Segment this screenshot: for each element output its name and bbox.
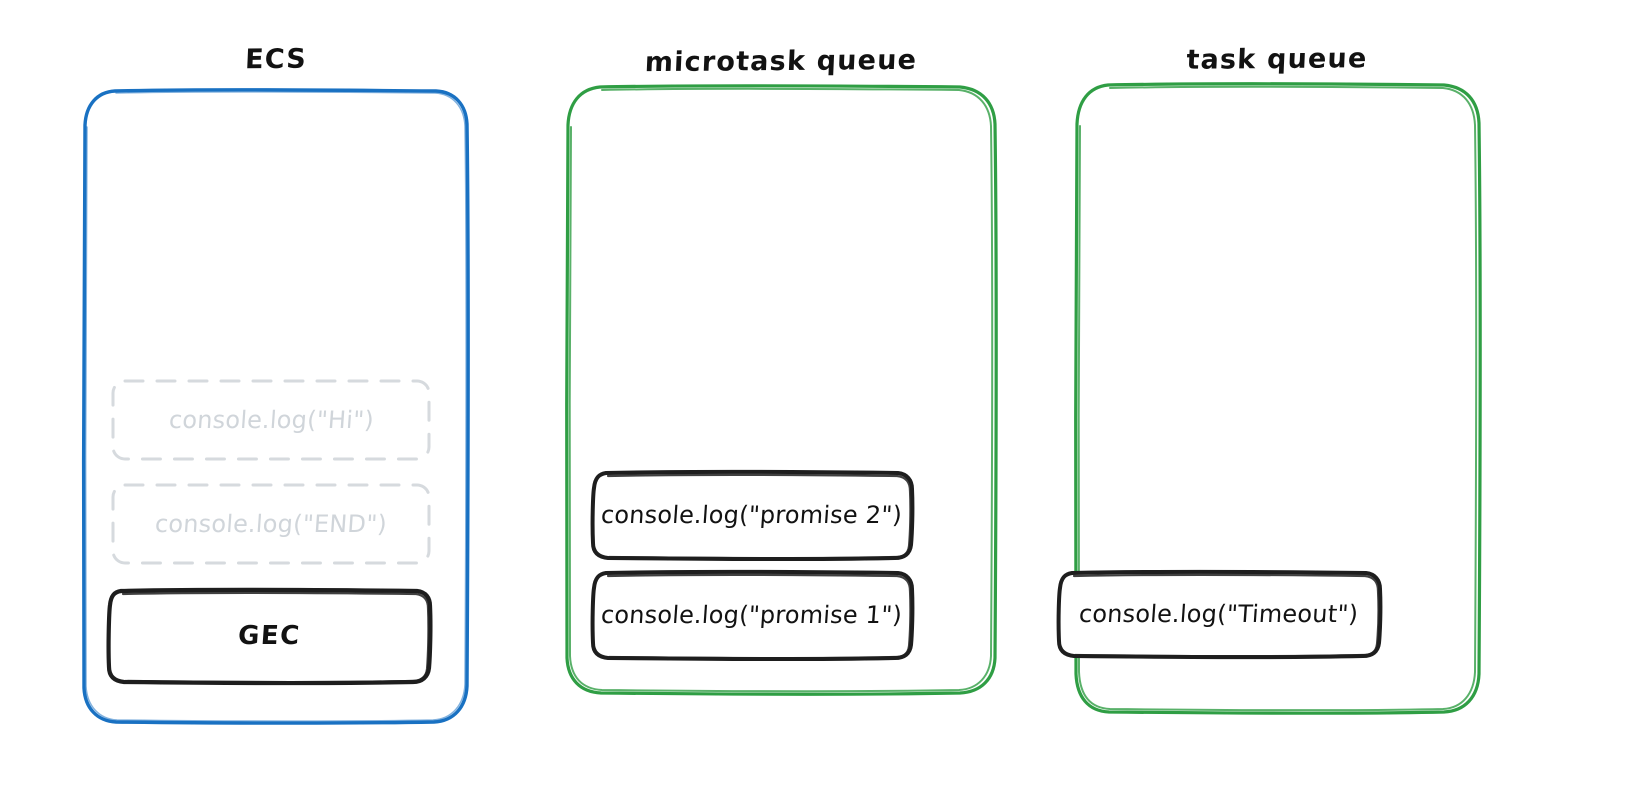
microtask-item-promise-1[interactable]: console.log("promise 1") [588, 568, 916, 662]
task-item-timeout-label: console.log("Timeout") [1078, 600, 1360, 628]
gec-card-outline [106, 587, 433, 686]
ecs-item-gec[interactable]: GEC [104, 586, 434, 686]
ecs-item-hi[interactable]: console.log("Hi") [110, 378, 432, 462]
task-item-timeout[interactable]: console.log("Timeout") [1054, 568, 1384, 660]
ecs-item-gec-label: GEC [236, 621, 302, 651]
column-title-microtask-queue: microtask queue [644, 44, 918, 79]
promise-1-card-outline [590, 569, 915, 662]
ecs-container[interactable] [74, 80, 478, 734]
microtask-item-promise-1-label: console.log("promise 1") [600, 601, 904, 629]
microtask-queue-container[interactable] [556, 76, 1008, 706]
column-title-ecs: ECS [244, 43, 308, 76]
microtask-item-promise-2-label: console.log("promise 2") [600, 501, 904, 529]
ecs-item-end-label: console.log("END") [154, 510, 388, 538]
microtask-item-promise-2[interactable]: console.log("promise 2") [588, 468, 916, 562]
ecs-item-end[interactable]: console.log("END") [110, 482, 432, 566]
timeout-card-outline [1056, 569, 1383, 660]
microtask-queue-outline [564, 84, 998, 696]
ghost-card-outline [111, 483, 431, 565]
ecs-container-outline [81, 88, 470, 725]
column-title-task-queue: task queue [1185, 43, 1369, 76]
promise-2-card-outline [590, 469, 915, 562]
ecs-item-hi-label: console.log("Hi") [167, 406, 375, 434]
ghost-card-outline [111, 379, 431, 461]
